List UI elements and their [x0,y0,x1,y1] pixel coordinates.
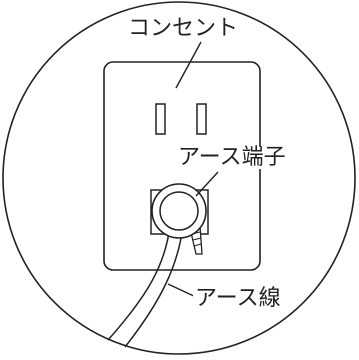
ground-wire-edge-a [107,225,171,341]
slot-right [196,103,207,135]
leader-outlet [175,41,202,89]
ground-wire-edge-b [124,225,184,348]
leader-ground-terminal [195,171,219,197]
slot-left [155,103,166,135]
outlet-label: コンセント [126,16,241,41]
ground-terminal-label: アース端子 [176,145,288,170]
ground-wire-label: アース線 [193,286,283,311]
terminal-ring-inner [159,191,199,231]
